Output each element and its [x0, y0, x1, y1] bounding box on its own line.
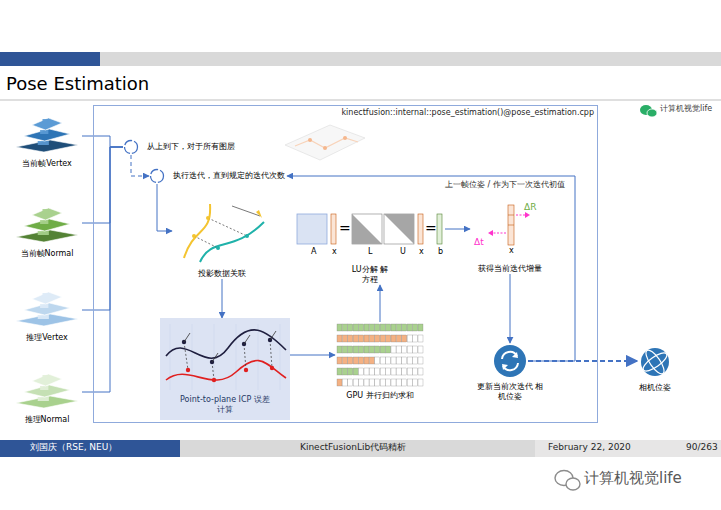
vector-label: x [509, 246, 514, 256]
loop-circle [149, 168, 165, 184]
increment-label: Δt [474, 237, 484, 248]
correspondence-sketch [172, 196, 272, 266]
node-label: 当前帧Normal [8, 249, 86, 259]
process-step: 更新当前次迭代 相机位姿 [470, 343, 550, 402]
connector [82, 147, 123, 310]
node-label: 推理Vertex [8, 333, 86, 343]
connector [82, 147, 123, 392]
point-cloud-pyramid [12, 116, 82, 156]
process-step: GPU 并行归约求和 [335, 322, 425, 401]
matrix-label: b [438, 247, 443, 257]
connector [445, 229, 470, 230]
footer-date: February 22, 2020 [548, 442, 631, 453]
node-label: 获得当前迭代增量 [470, 264, 550, 274]
normal-map-pyramid [12, 200, 82, 246]
output-node: 相机位姿 [615, 344, 695, 393]
title-rule [0, 100, 721, 101]
connector [82, 147, 123, 223]
connector [131, 155, 149, 176]
matrix-label: x [419, 247, 424, 257]
point-cloud-pyramid [12, 290, 82, 330]
function-frame: kinectfusion::internal::pose_estimation(… [93, 105, 598, 423]
node-label: LU分解 解方程 [350, 265, 390, 285]
edge-label: 上一帧位姿 / 作为下一次迭代初值 [443, 180, 567, 190]
connector [510, 274, 511, 343]
process-box: Point-to-plane ICP 误差计算 [160, 318, 290, 420]
watermark: 计算机视觉life [584, 469, 682, 487]
connector [290, 355, 335, 356]
input-map: 推理Normal [8, 372, 86, 425]
footer-bar [0, 440, 180, 457]
equals-sign: = [425, 220, 437, 237]
logo-text: 计算机视觉life [660, 104, 712, 114]
node-label: 相机位姿 [615, 383, 695, 393]
node-label: 执行迭代，直到规定的迭代次数 [173, 171, 287, 181]
loop-step: 执行迭代，直到规定的迭代次数 [149, 168, 287, 184]
node-label: GPU 并行归约求和 [335, 391, 425, 401]
top-bar [100, 52, 721, 66]
watermark-icon [555, 471, 580, 491]
camera-pose-icon [637, 344, 673, 380]
connector [380, 285, 381, 322]
connector [157, 184, 172, 231]
equals-sign: = [339, 220, 351, 237]
node-label: 推理Normal [8, 415, 86, 425]
connector [287, 176, 575, 361]
reduction-grid [335, 322, 425, 388]
loop-circle [123, 139, 139, 155]
connector [528, 360, 637, 362]
loop-step: 从上到下，对于所有图层 [123, 139, 237, 155]
node-label: 当前帧Vertex [8, 159, 86, 169]
normal-map-pyramid [12, 372, 82, 412]
footer-bar [180, 440, 535, 457]
matrix-label: x [332, 247, 337, 257]
node-label: kinectfusion::internal::pose_estimation(… [341, 108, 594, 118]
matrix-label: A [311, 247, 316, 257]
logo-icon [640, 105, 657, 117]
footer-bar [535, 440, 721, 457]
slide-title: Pose Estimation [6, 73, 149, 95]
connector [222, 279, 223, 318]
input-map: 当前帧Vertex [8, 116, 86, 169]
icp-error-plot [162, 322, 288, 392]
matrix-label: U [400, 247, 406, 257]
page-number: 90/263 [686, 442, 718, 453]
footer-author: 刘国庆（RSE, NEU） [30, 442, 117, 453]
node-label: Point-to-plane ICP 误差计算 [179, 395, 271, 415]
update-icon [492, 343, 528, 379]
slide-thumbnail [285, 125, 365, 160]
top-bar [0, 52, 100, 66]
matrix-label: L [368, 247, 372, 257]
node-label: 更新当前次迭代 相机位姿 [475, 382, 545, 402]
increment-label: ΔR [524, 202, 536, 213]
connector [82, 136, 123, 147]
node-label: 从上到下，对于所有图层 [147, 142, 237, 152]
footer-title: KinectFusionLib代码精析 [300, 442, 406, 453]
process-step: 投影数据关联 [172, 196, 272, 279]
input-map: 当前帧Normal [8, 200, 86, 259]
input-map: 推理Vertex [8, 290, 86, 343]
node-label: 投影数据关联 [172, 269, 272, 279]
